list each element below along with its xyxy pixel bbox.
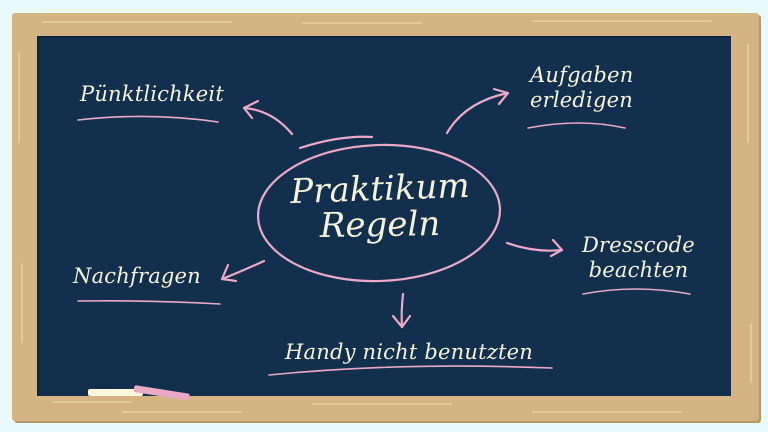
arrow-to-dresscode-icon	[505, 238, 564, 258]
wood-grain	[750, 323, 752, 383]
wood-grain	[302, 22, 422, 24]
wood-grain	[21, 263, 23, 343]
underline-handy	[268, 365, 553, 376]
item-aufgaben: Aufgaben erledigen	[530, 63, 633, 113]
item-label-line-1: Aufgaben	[530, 63, 634, 87]
title: Praktikum Regeln	[270, 166, 490, 246]
item-puenktlichkeit: Pünktlichkeit	[80, 84, 224, 105]
item-dresscode: Dresscode beachten	[582, 233, 695, 283]
wood-grain	[747, 43, 749, 143]
item-label: Pünktlichkeit	[80, 82, 224, 106]
item-label: Nachfragen	[73, 264, 201, 288]
item-nachfragen: Nachfragen	[73, 266, 201, 287]
underline-puenktlichkeit	[77, 115, 219, 123]
arrow-to-nachfragen-icon	[220, 259, 266, 283]
title-line-2: Regeln	[319, 203, 441, 246]
arrow-to-aufgaben-icon	[445, 87, 510, 135]
wood-grain	[52, 401, 132, 403]
underline-dresscode	[582, 288, 691, 295]
item-label-line-2: beachten	[588, 258, 689, 283]
arrow-to-puenktlichkeit-icon	[242, 99, 294, 136]
title-ellipse	[256, 143, 502, 283]
wood-grain	[312, 403, 452, 405]
item-handy: Handy nicht benutzten	[285, 342, 533, 363]
wood-grain	[532, 411, 682, 413]
wood-grain	[122, 411, 242, 413]
wood-grain	[42, 21, 232, 23]
wood-grain	[532, 20, 712, 22]
white-chalk-stick-icon[interactable]	[88, 389, 143, 396]
wood-grain	[18, 53, 20, 143]
chalkboard	[37, 36, 731, 396]
item-label-line-2: erledigen	[530, 88, 633, 113]
arrow-to-handy-icon	[391, 292, 412, 329]
ellipse-overlap-stroke	[298, 135, 374, 150]
item-label-line-1: Dresscode	[582, 233, 695, 257]
item-label: Handy nicht benutzten	[285, 340, 533, 364]
underline-nachfragen	[77, 300, 221, 305]
underline-aufgaben	[527, 122, 626, 129]
